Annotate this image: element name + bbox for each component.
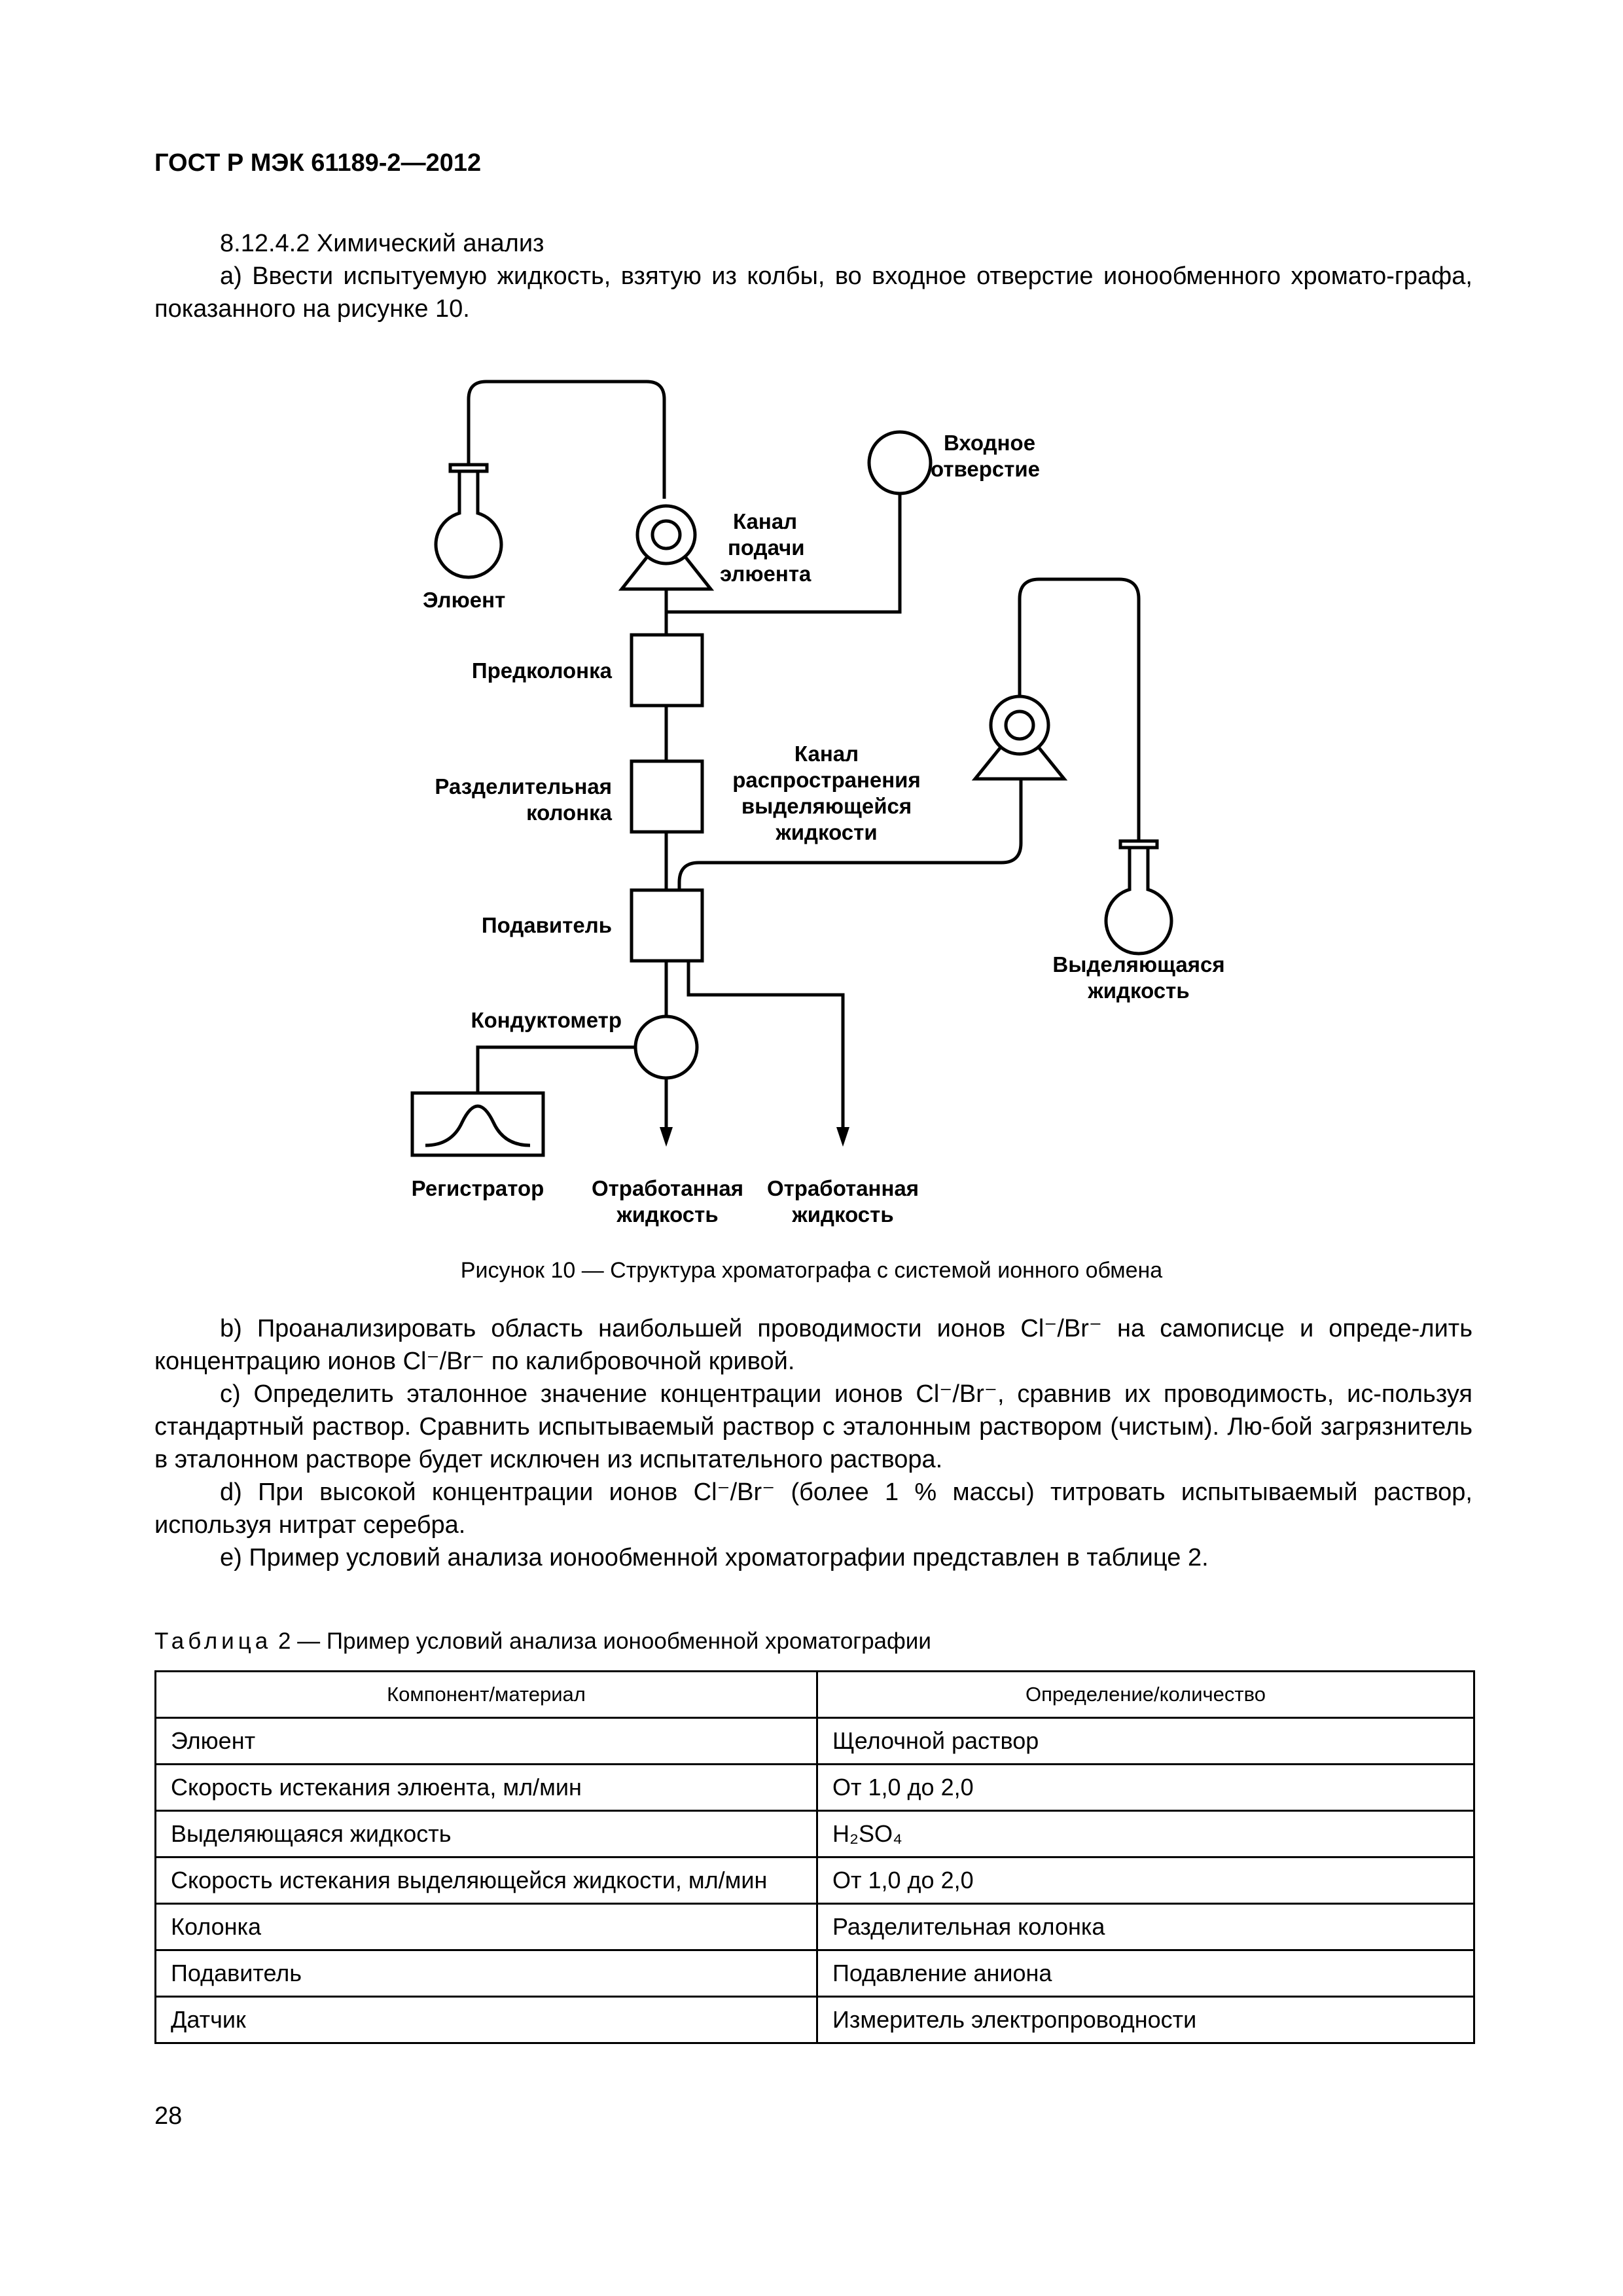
table-cell: Скорость истекания элюента, мл/мин <box>154 1763 818 1812</box>
recorder-box <box>410 1091 545 1157</box>
label-regen-channel-4: жидкости <box>775 820 877 844</box>
page-number: 28 <box>154 2102 183 2130</box>
inlet-tube <box>666 493 902 614</box>
waste-1-arrow <box>660 1127 673 1147</box>
label-separation-column-2: колонка <box>526 800 613 825</box>
table-row: Элюент Щелочной раствор <box>154 1717 1475 1765</box>
eluent-pump-rotor <box>651 519 682 550</box>
table-title-prefix: Таблица <box>154 1628 272 1654</box>
regenerant-flask <box>1104 848 1173 956</box>
paragraph-item-a: a) Ввести испытуемую жидкость, взятую из… <box>154 262 1472 323</box>
label-waste-2-line1: Отработанная <box>767 1176 919 1200</box>
table-cell: Разделительная колонка <box>816 1903 1475 1951</box>
table-cell: H₂SO₄ <box>816 1810 1475 1858</box>
table-row: Колонка Разделительная колонка <box>154 1903 1475 1951</box>
label-recorder: Регистратор <box>412 1176 544 1200</box>
inlet-circle <box>867 430 933 495</box>
table-row: Выделяющаяся жидкость H₂SO₄ <box>154 1810 1475 1858</box>
paragraph-item-d: d) При высокой концентрации ионов Cl⁻/Br… <box>154 1479 1472 1539</box>
label-separation-column-1: Разделительная <box>435 774 612 798</box>
eluent-flask-neck <box>448 463 489 473</box>
table-cell: От 1,0 до 2,0 <box>816 1763 1475 1812</box>
regenerant-pump-base <box>971 747 1068 781</box>
table-cell: Выделяющаяся жидкость <box>154 1810 818 1858</box>
eluent-flask <box>434 471 503 579</box>
document-header: ГОСТ Р МЭК 61189-2—2012 <box>154 149 482 177</box>
paragraph-item-b: b) Проанализировать область наибольшей п… <box>154 1315 1472 1375</box>
label-inlet-2: отверстие <box>931 457 1040 481</box>
table-cell: Скорость истекания выделяющейся жидкости… <box>154 1856 818 1905</box>
suppressor-box <box>630 888 704 963</box>
table-row: Подавитель Подавление аниона <box>154 1949 1475 1998</box>
recorder-link <box>476 1045 635 1093</box>
conductometer-circle <box>633 1014 699 1080</box>
table-title: Таблица 2 — Пример условий анализа ионоо… <box>154 1628 931 1655</box>
label-waste-1-line2: жидкость <box>616 1202 718 1227</box>
section-heading: 8.12.4.2 Химический анализ <box>220 230 544 257</box>
paragraph-item-c: c) Определить эталонное значение концент… <box>154 1380 1472 1473</box>
paragraph-item-e: e) Пример условий анализа ионообменной х… <box>220 1544 1209 1571</box>
table-header-component: Компонент/материал <box>154 1670 818 1719</box>
regenerant-tube <box>1018 577 1141 841</box>
table-header-row: Компонент/материал Определение/количеств… <box>154 1670 1475 1719</box>
label-suppressor: Подавитель <box>482 913 612 937</box>
label-regenerant-2: жидкость <box>1087 978 1189 1003</box>
label-waste-2-line2: жидкость <box>791 1202 893 1227</box>
table-cell: Датчик <box>154 1996 818 2044</box>
table-row: Датчик Измеритель электропроводности <box>154 1996 1475 2044</box>
label-regen-channel-3: выделяющейся <box>741 794 912 818</box>
regenerant-pump-rotor <box>1004 709 1035 741</box>
label-regenerant-1: Выделяющаяся <box>1052 952 1224 977</box>
conditions-table: Компонент/материал Определение/количеств… <box>154 1670 1475 2044</box>
table-cell: Элюент <box>154 1717 818 1765</box>
precolumn-box <box>630 633 704 708</box>
label-eluent-channel-1: Канал <box>733 509 797 533</box>
label-waste-1-line1: Отработанная <box>592 1176 743 1200</box>
label-eluent: Элюент <box>423 588 505 612</box>
table-cell: Измеритель электропроводности <box>816 1996 1475 2044</box>
table-cell: Колонка <box>154 1903 818 1951</box>
label-eluent-channel-3: элюента <box>720 562 812 586</box>
table-title-text: 2 — Пример условий анализа ионообменной … <box>272 1628 931 1654</box>
eluent-pump <box>635 504 697 565</box>
eluent-tube <box>467 380 666 499</box>
label-precolumn: Предколонка <box>472 658 613 683</box>
regenerant-channel-tube <box>677 779 1023 890</box>
table-cell: От 1,0 до 2,0 <box>816 1856 1475 1905</box>
waste-2-line <box>687 961 845 1129</box>
label-inlet-1: Входное <box>944 431 1035 455</box>
separation-column-box <box>630 759 704 834</box>
regenerant-pump <box>989 694 1050 756</box>
table-cell: Подавитель <box>154 1949 818 1998</box>
label-regen-channel-2: распространения <box>732 768 920 792</box>
table-cell: Подавление аниона <box>816 1949 1475 1998</box>
waste-2-arrow <box>836 1127 849 1147</box>
label-regen-channel-1: Канал <box>794 742 859 766</box>
label-conductometer: Кондуктометр <box>471 1008 622 1032</box>
table-header-definition: Определение/количество <box>816 1670 1475 1719</box>
figure-caption: Рисунок 10 — Структура хроматографа с си… <box>460 1258 1163 1283</box>
table-cell: Щелочной раствор <box>816 1717 1475 1765</box>
recorder-peak <box>425 1104 531 1147</box>
label-eluent-channel-2: подачи <box>728 535 805 560</box>
table-row: Скорость истекания выделяющейся жидкости… <box>154 1856 1475 1905</box>
regenerant-flask-neck <box>1118 839 1159 850</box>
chromatograph-diagram: Входное отверстие Элюент Канал подачи эл… <box>410 380 1225 1227</box>
table-row: Скорость истекания элюента, мл/мин От 1,… <box>154 1763 1475 1812</box>
